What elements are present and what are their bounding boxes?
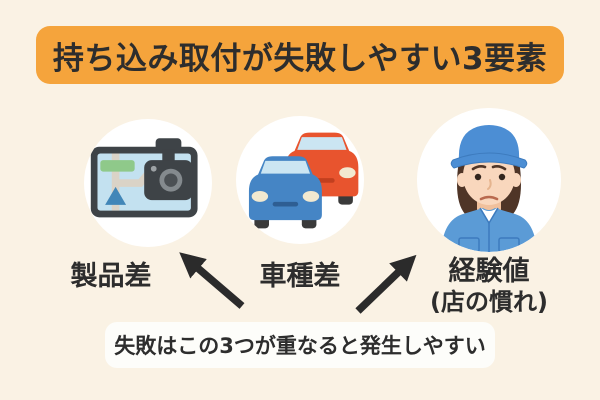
factor-label-carmodel: 車種差	[259, 261, 341, 292]
car-navigation-and-dashcam-icon	[90, 138, 198, 218]
factor-label-product: 製品差	[70, 261, 152, 292]
mechanic-worker-icon	[417, 108, 561, 252]
blue-car	[248, 156, 322, 229]
factor-label-experience-main: 経験値	[448, 256, 530, 287]
two-cars-icon	[248, 132, 359, 229]
arrow-to-product-icon	[179, 252, 245, 309]
factor-label-experience: 経験値 (店の慣れ)	[407, 256, 571, 318]
summary-note: 失敗はこの3つが重なると発生しやすい	[105, 322, 495, 368]
summary-note-text: 失敗はこの3つが重なると発生しやすい	[114, 334, 486, 358]
page-title: 持ち込み取付が失敗しやすい3要素	[52, 40, 548, 77]
arrow-to-experience-icon	[355, 254, 417, 314]
factor-label-experience-sub: (店の慣れ)	[430, 288, 548, 316]
factor-circle-experience	[417, 108, 561, 252]
title-banner: 持ち込み取付が失敗しやすい3要素	[36, 26, 564, 84]
factor-circle-product	[84, 119, 212, 247]
factor-circle-carmodel	[236, 116, 364, 244]
